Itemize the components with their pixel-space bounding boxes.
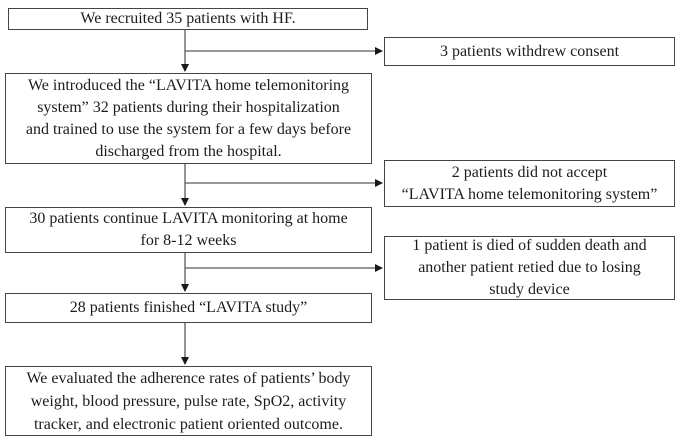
flow-box-evaluated-adherence: We evaluated the adherence rates of pati…: [5, 366, 372, 436]
flow-box-recruited: We recruited 35 patients with HF.: [8, 8, 368, 30]
exclusion-box-did-not-accept: 2 patients did not accept “LAVITA home t…: [384, 160, 675, 207]
flow-box-continue-monitoring: 30 patients continue LAVITA monitoring a…: [5, 207, 372, 253]
flow-box-finished-study: 28 patients finished “LAVITA study”: [5, 293, 372, 323]
flow-box-introduced-system: We introduced the “LAVITA home telemonit…: [5, 73, 372, 164]
exclusion-box-died-or-retired: 1 patient is died of sudden death and an…: [384, 236, 675, 300]
exclusion-box-withdrew-consent: 3 patients withdrew consent: [384, 37, 675, 66]
